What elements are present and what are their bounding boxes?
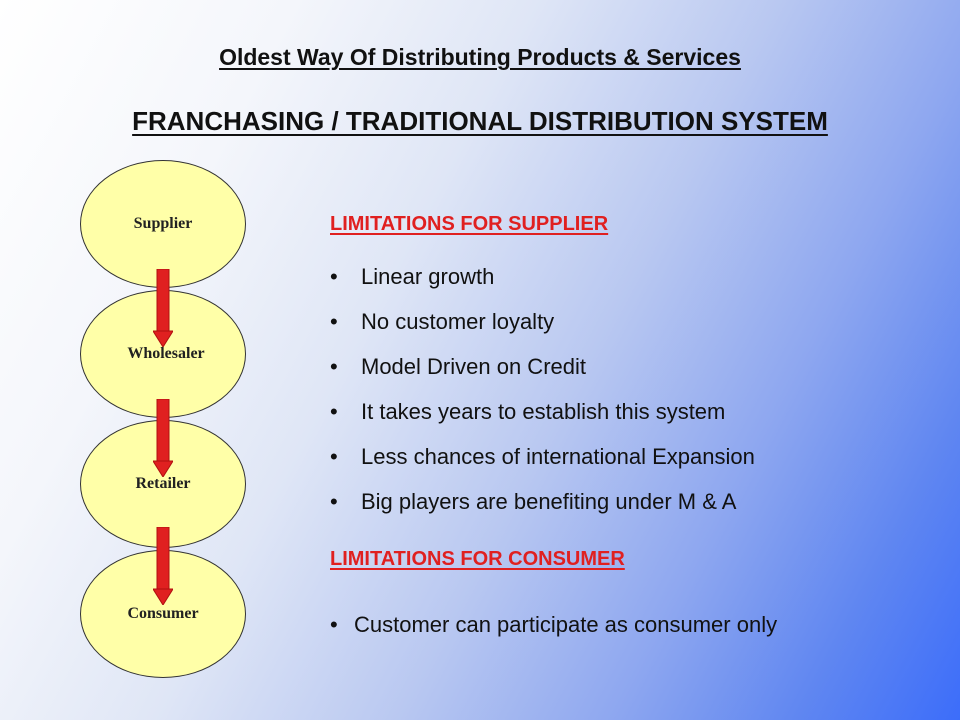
node-supplier: Supplier	[80, 160, 246, 288]
bullet-icon: •	[330, 399, 338, 424]
list-item: •Big players are benefiting under M & A	[330, 483, 930, 528]
bullet-icon: •	[330, 489, 338, 514]
arrow-down-icon	[153, 399, 173, 477]
node-supplier-label: Supplier	[133, 215, 193, 232]
list-item: •Customer can participate as consumer on…	[330, 606, 777, 644]
arrow-down-icon	[153, 527, 173, 605]
bullet-icon: •	[330, 309, 338, 334]
distribution-flow-diagram: Supplier Wholesaler Retailer Consumer	[80, 155, 250, 678]
bullet-icon: •	[330, 354, 338, 379]
arrow-down-icon	[153, 269, 173, 347]
node-wholesaler: Wholesaler	[80, 290, 246, 418]
list-item: •Less chances of international Expansion	[330, 438, 930, 483]
node-consumer: Consumer	[80, 550, 246, 678]
supplier-limitations-list: •Linear growth •No customer loyalty •Mod…	[330, 258, 930, 528]
page-title: Oldest Way Of Distributing Products & Se…	[219, 44, 741, 70]
node-consumer-label: Consumer	[127, 605, 199, 622]
bullet-icon: •	[330, 612, 338, 637]
consumer-limitations-heading: LIMITATIONS FOR CONSUMER	[330, 548, 625, 570]
list-item: •Model Driven on Credit	[330, 348, 930, 393]
list-item: •Linear growth	[330, 258, 930, 303]
list-item: •No customer loyalty	[330, 303, 930, 348]
node-retailer-label: Retailer	[135, 475, 191, 492]
bullet-icon: •	[330, 444, 338, 469]
bullet-icon: •	[330, 264, 338, 289]
node-wholesaler-label: Wholesaler	[127, 345, 205, 362]
supplier-limitations-heading: LIMITATIONS FOR SUPPLIER	[330, 213, 609, 235]
page-subtitle: FRANCHASING / TRADITIONAL DISTRIBUTION S…	[132, 106, 828, 136]
list-item: •It takes years to establish this system	[330, 393, 930, 438]
